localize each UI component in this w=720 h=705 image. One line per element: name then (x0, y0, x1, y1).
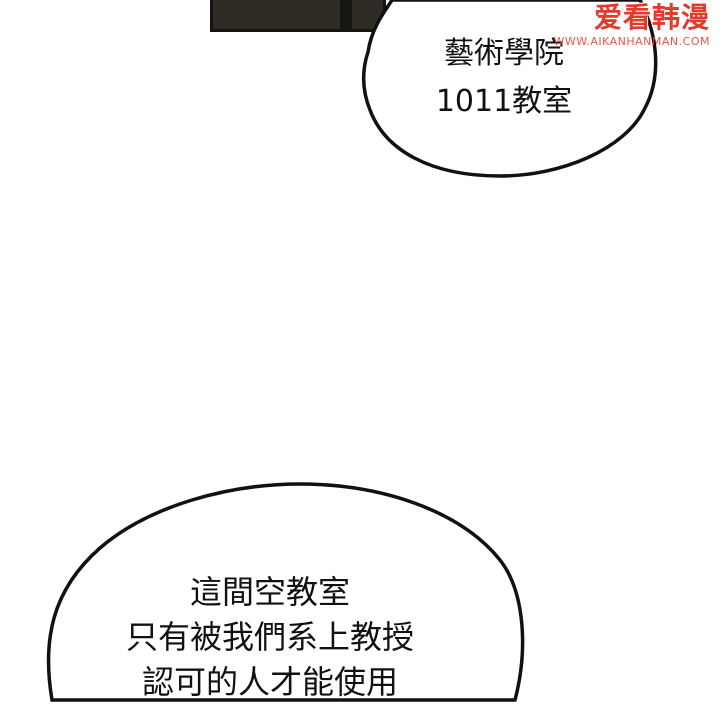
dark-sign-board-edge (340, 0, 352, 32)
speech-bubble-top-shape (362, 0, 658, 178)
watermark-logo: 爱看韩漫 (593, 1, 710, 34)
speech-bubble-bottom-text: 這間空教室 只有被我們系上教授 認可的人才能使用 (90, 570, 450, 705)
speech-line: 1011教室 (435, 84, 573, 119)
speech-line: 藝術學院 (444, 36, 564, 71)
speech-bubble-top-text: 藝術學院 1011教室 (404, 30, 604, 126)
speech-line: 認可的人才能使用 (141, 663, 398, 701)
speech-bubble-bottom-shape (46, 482, 525, 702)
speech-line: 這間空教室 (189, 573, 350, 611)
watermark-url: WWW.AIKANHANMAN.COM (553, 35, 710, 48)
speech-line: 只有被我們系上教授 (125, 618, 414, 656)
site-watermark: 爱看韩漫 WWW.AIKANHANMAN.COM (553, 0, 710, 48)
